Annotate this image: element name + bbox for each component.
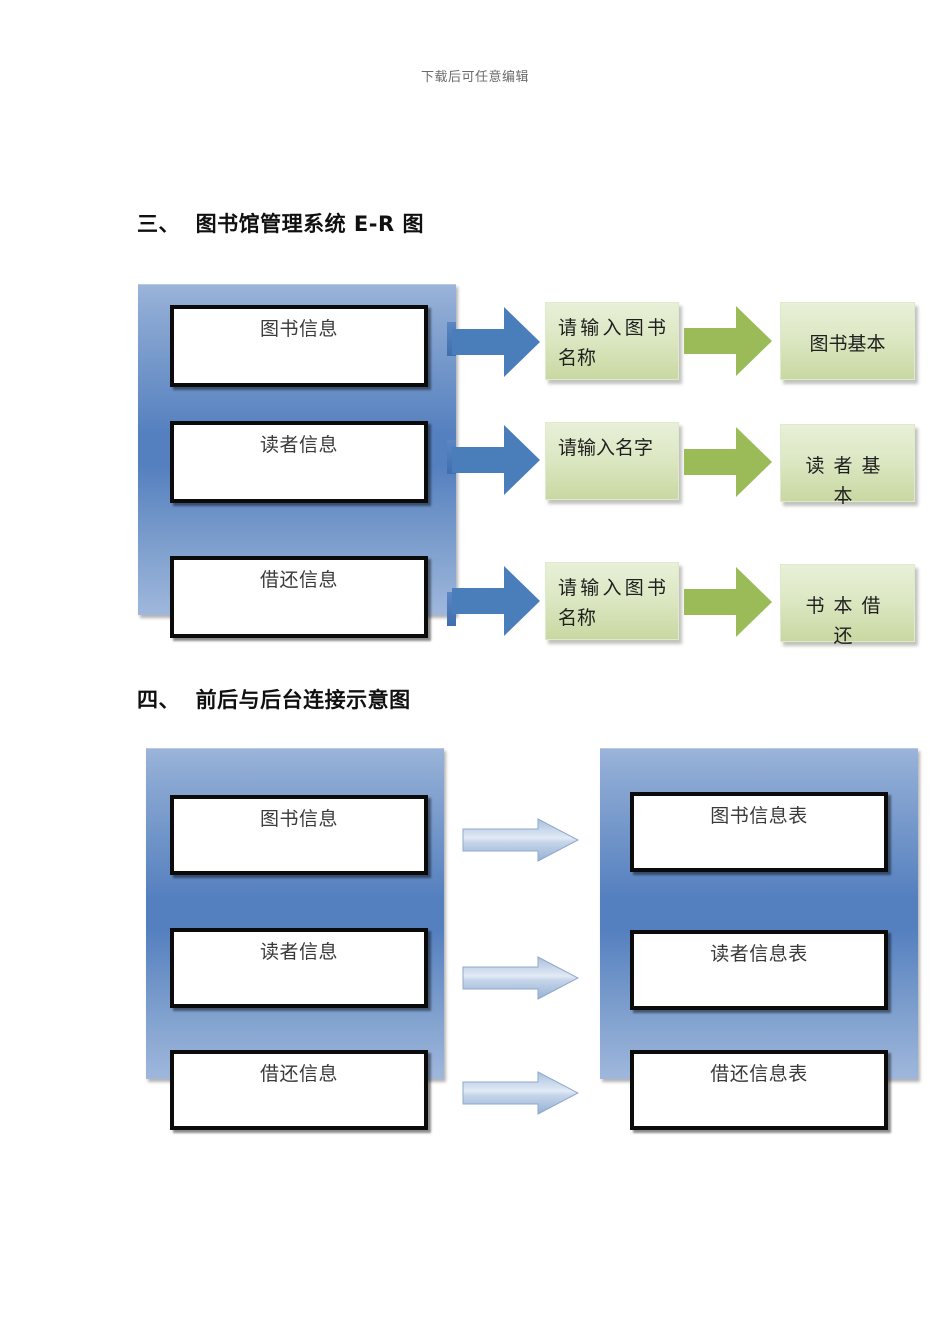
er-result-label: 图书基本 [809,333,886,355]
er-result-box[interactable]: 书本借还 [780,564,915,647]
link-backend-label: 读者信息表 [710,943,808,965]
link-frontend-label: 借还信息 [259,1063,338,1085]
er-result-label: 读者基本 [805,455,890,507]
green-right-arrow [684,303,772,379]
light-blue-right-arrow [462,1070,579,1116]
light-blue-right-arrow [462,955,579,1001]
green-right-arrow [684,424,772,500]
blue-right-arrow [452,303,540,381]
er-entity-box[interactable]: 图书信息 [170,305,428,387]
er-result-box[interactable]: 读者基本 [780,424,915,507]
er-panel-tab-3 [447,592,456,626]
section-heading-link: 四、 前后与后台连接示意图 [137,688,411,712]
link-backend-box[interactable]: 图书信息表 [630,792,888,872]
link-frontend-label: 读者信息 [259,941,338,963]
link-frontend-box[interactable]: 图书信息 [170,795,428,875]
er-prompt-box[interactable]: 请输入名字 [545,422,679,500]
er-entity-box[interactable]: 读者信息 [170,421,428,503]
er-prompt-box[interactable]: 请输入图书名称 [545,562,679,640]
link-backend-box[interactable]: 借还信息表 [630,1050,888,1130]
link-frontend-label: 图书信息 [259,808,338,830]
er-result-box[interactable]: 图书基本 [780,302,915,380]
er-prompt-box[interactable]: 请输入图书名称 [545,302,679,380]
er-entity-box[interactable]: 借还信息 [170,556,428,638]
green-right-arrow [684,564,772,640]
er-panel-tab-2 [447,440,456,474]
er-prompt-label: 请输入名字 [558,437,654,459]
er-result-label: 书本借还 [805,595,890,647]
link-backend-label: 图书信息表 [710,805,808,827]
er-entity-label: 读者信息 [259,434,338,456]
page-header-note: 下载后可任意编辑 [420,70,529,85]
link-frontend-box[interactable]: 读者信息 [170,928,428,1008]
er-prompt-label: 请输入图书名称 [558,317,666,369]
blue-right-arrow [452,421,540,499]
blue-right-arrow [452,562,540,640]
section-heading-er: 三、 图书馆管理系统 E-R 图 [137,212,424,236]
er-prompt-label: 请输入图书名称 [558,577,666,629]
link-frontend-box[interactable]: 借还信息 [170,1050,428,1130]
er-entity-label: 借还信息 [259,569,338,591]
link-backend-label: 借还信息表 [710,1063,808,1085]
light-blue-right-arrow [462,817,579,863]
link-backend-box[interactable]: 读者信息表 [630,930,888,1010]
er-entity-label: 图书信息 [259,318,338,340]
er-panel-tab-1 [447,322,456,356]
